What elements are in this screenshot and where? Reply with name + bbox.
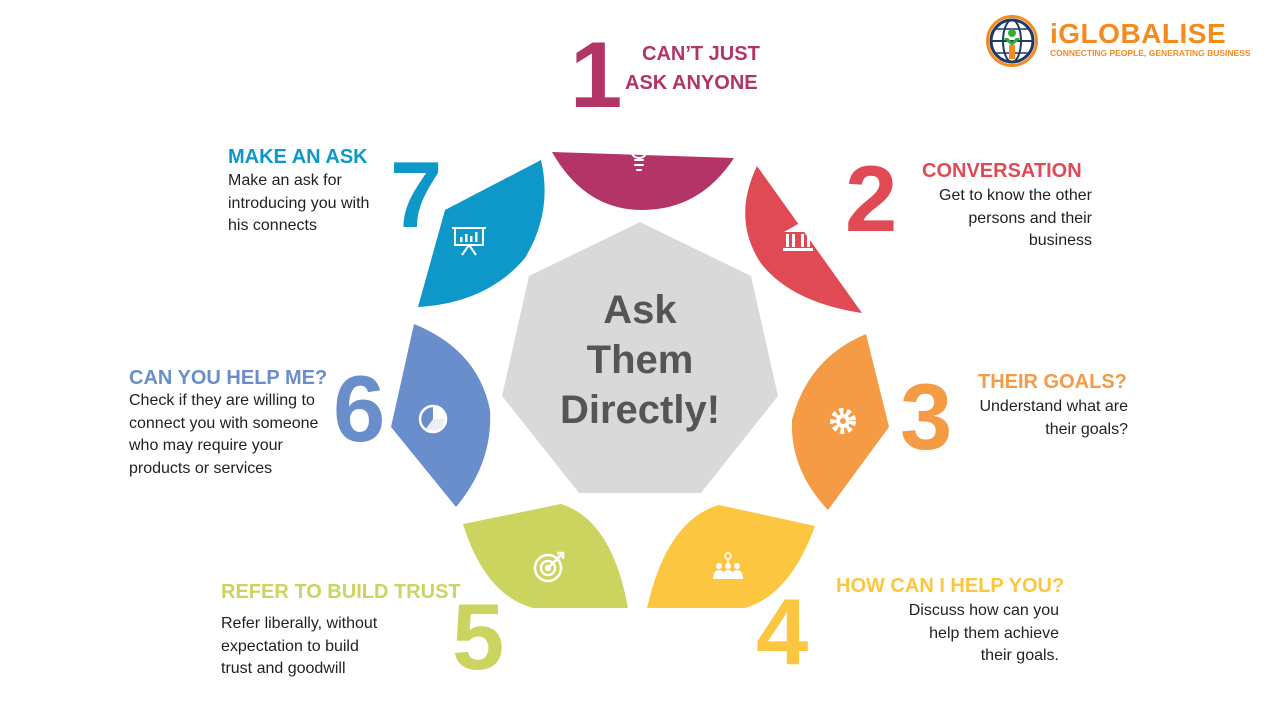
step-5-title: REFER TO BUILD TRUST — [221, 581, 461, 603]
step-4-title: HOW CAN I HELP YOU? — [836, 575, 1065, 597]
step-2-title: CONVERSATION — [922, 160, 1082, 182]
step-2-description: Get to know the other persons and their … — [939, 187, 1092, 249]
segment-1 — [552, 152, 734, 210]
target-icon — [533, 551, 565, 583]
pie-chart-icon — [418, 404, 448, 434]
step-3-number: 3 — [900, 364, 953, 469]
step-6-number: 6 — [333, 356, 386, 461]
center-heptagon — [502, 222, 778, 493]
step-7-title: MAKE AN ASK — [228, 146, 368, 168]
center-heading: Ask Them Directly! — [500, 285, 780, 435]
step-3-title: THEIR GOALS? — [978, 371, 1127, 393]
step-7-number: 7 — [390, 142, 443, 247]
step-1-title-line-1: CAN’T JUST — [642, 43, 760, 65]
step-6-description: Check if they are willing to connect you… — [129, 392, 319, 477]
step-5-number: 5 — [452, 584, 505, 689]
step-6-title: CAN YOU HELP ME? — [129, 367, 328, 389]
segment-7 — [418, 160, 545, 307]
brand-tagline: CONNECTING PEOPLE, GENERATING BUSINESS — [1050, 48, 1251, 58]
step-4-number: 4 — [756, 579, 809, 684]
step-5-description: Refer liberally, without expectation to … — [221, 615, 378, 677]
people-icon — [713, 552, 743, 579]
step-4-description: Discuss how can you help them achieve th… — [908, 602, 1059, 664]
step-1-number: 1 — [570, 22, 623, 127]
step-7-description: Make an ask for introducing you with his… — [228, 172, 370, 234]
logo-globe-icon — [986, 15, 1038, 67]
gear-icon — [830, 408, 856, 434]
center-line-3: Directly! — [559, 388, 721, 432]
step-2-number: 2 — [845, 146, 898, 251]
step-1-title-line-2: ASK ANYONE — [625, 72, 758, 94]
presentation-icon — [452, 227, 486, 256]
lightbulb-icon — [630, 141, 648, 171]
step-3-description: Understand what are their goals? — [979, 398, 1128, 438]
center-line-2: Them — [586, 338, 694, 382]
brand-name: iGLOBALISE — [1050, 18, 1227, 49]
center-line-1: Ask — [603, 288, 677, 332]
bank-icon — [783, 224, 813, 251]
